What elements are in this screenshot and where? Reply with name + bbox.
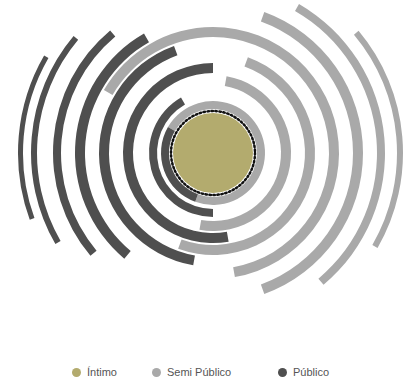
dotted-boundary <box>171 111 255 195</box>
ring-arc <box>295 4 385 285</box>
ring-arc <box>18 56 48 220</box>
rings <box>18 4 403 294</box>
legend-label: Semi Público <box>167 366 231 379</box>
legend-swatch <box>278 368 287 377</box>
legend-label: Público <box>293 366 329 379</box>
legend-item: Semi Público <box>152 366 231 379</box>
ring-arc <box>354 31 403 248</box>
legend-swatch <box>152 368 161 377</box>
legend-label: Íntimo <box>87 366 117 379</box>
intimate-core <box>173 113 253 193</box>
ring-arc <box>53 30 115 255</box>
legend-item: Íntimo <box>72 366 117 379</box>
legend-swatch <box>72 368 81 377</box>
legend-item: Público <box>278 366 329 379</box>
